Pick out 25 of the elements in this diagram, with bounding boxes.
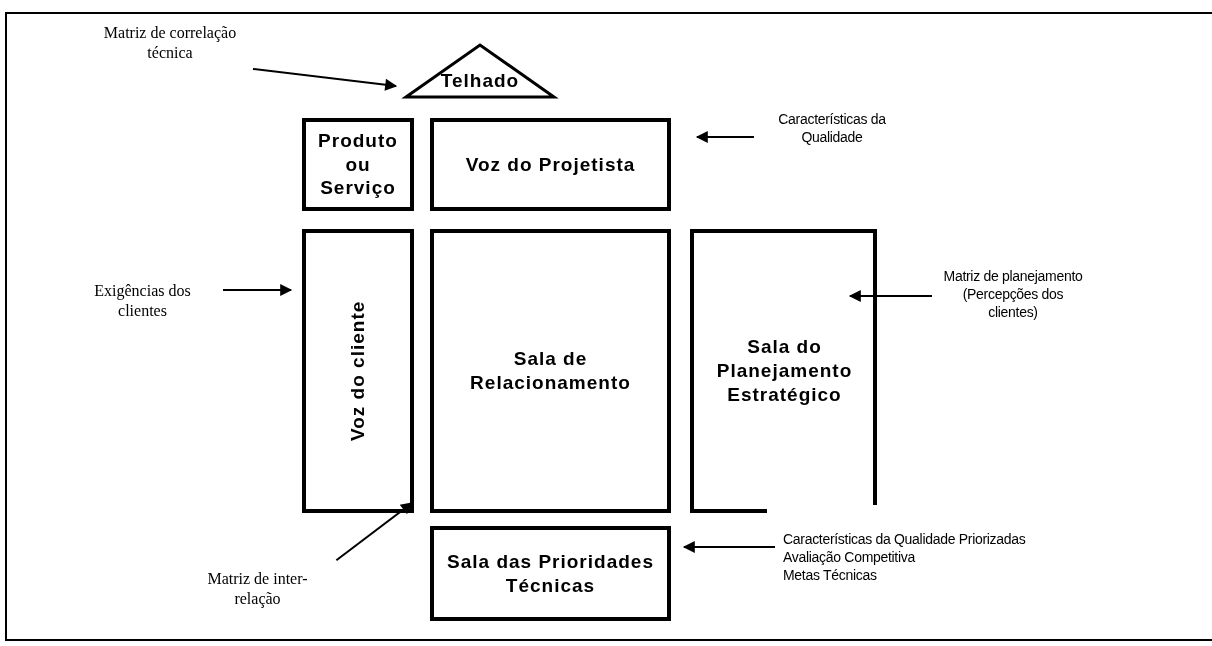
customer-voice-box bbox=[302, 229, 414, 513]
annotation-text: Matriz de correlação técnica bbox=[102, 23, 238, 63]
room-label: Sala das Prioridades Técnicas bbox=[446, 549, 655, 598]
annotation-text: Avaliação Competitiva bbox=[783, 547, 915, 567]
leader-arrow bbox=[335, 502, 413, 562]
annotation-text: Matriz de planejamento (Percepções dos clientes) bbox=[942, 266, 1084, 322]
room-label: Sala do Planejamento Estratégico bbox=[715, 335, 854, 407]
annotation-text: Exigências dos clientes bbox=[93, 281, 192, 321]
annotation-text: Matriz de inter-relação bbox=[206, 569, 309, 609]
relationship-room-box bbox=[430, 229, 671, 513]
priorities-room-box bbox=[430, 526, 671, 621]
designer-voice-box bbox=[430, 118, 671, 211]
leader-arrow bbox=[222, 284, 293, 296]
room-label: Voz do Projetista bbox=[465, 152, 636, 177]
leader-arrow bbox=[695, 131, 755, 143]
product-box bbox=[302, 118, 414, 211]
leader-arrow bbox=[848, 290, 933, 302]
room-label: Voz do cliente bbox=[346, 300, 370, 442]
annotation-text: Metas Técnicas bbox=[783, 566, 877, 585]
room-label: Produto ou Serviço bbox=[317, 128, 399, 201]
annotation-text: Características da Qualidade Priorizadas bbox=[783, 529, 1026, 548]
room-label: Sala de Relacionamento bbox=[469, 347, 632, 395]
leader-arrow bbox=[682, 541, 776, 553]
leader-arrow bbox=[251, 67, 398, 91]
annotation-text: Características da Qualidade bbox=[777, 109, 887, 147]
